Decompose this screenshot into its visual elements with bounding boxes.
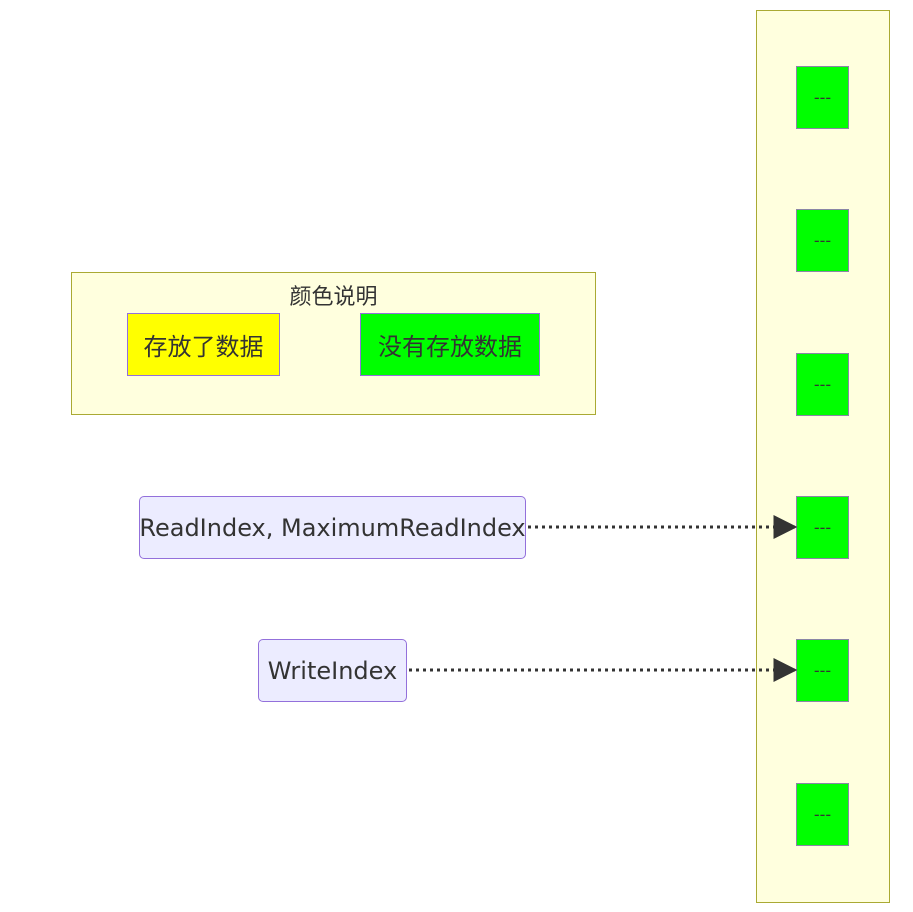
queue-cluster (756, 10, 890, 903)
queue-slot-label: --- (813, 375, 832, 394)
read-index-label: ReadIndex, MaximumReadIndex (139, 513, 526, 542)
queue-slot-label: --- (813, 661, 832, 680)
queue-slot: --- (796, 783, 849, 846)
legend-empty-label: 没有存放数据 (378, 333, 522, 361)
queue-slot-label: --- (813, 805, 832, 824)
queue-slot: --- (796, 496, 849, 559)
queue-slot: --- (796, 639, 849, 702)
legend-filled-node: 存放了数据 (127, 313, 280, 376)
queue-slot: --- (796, 353, 849, 416)
write-index-label: WriteIndex (267, 656, 398, 685)
queue-slot-label: --- (813, 231, 832, 250)
write-index-node: WriteIndex (258, 639, 407, 702)
queue-slot: --- (796, 66, 849, 129)
queue-slot: --- (796, 209, 849, 272)
queue-slot-label: --- (813, 518, 832, 537)
legend-filled-label: 存放了数据 (143, 333, 264, 361)
legend-title: 颜色说明 (289, 285, 378, 310)
legend-empty-node: 没有存放数据 (360, 313, 540, 376)
queue-slot-label: --- (813, 88, 832, 107)
read-index-node: ReadIndex, MaximumReadIndex (139, 496, 526, 559)
